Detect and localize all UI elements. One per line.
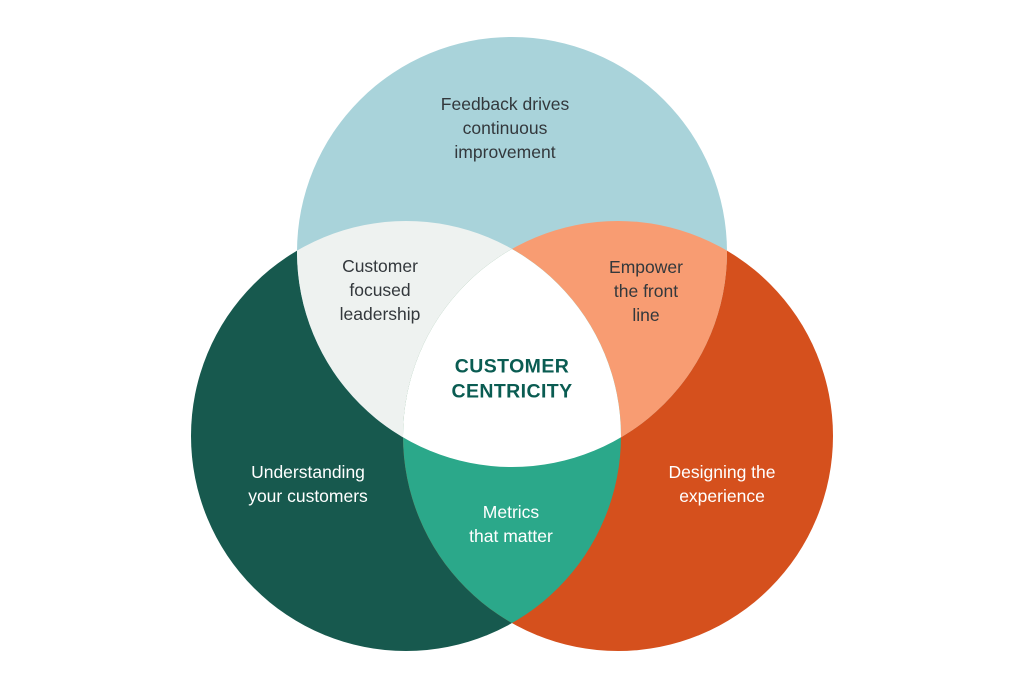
triple-overlap-region [403,221,621,467]
